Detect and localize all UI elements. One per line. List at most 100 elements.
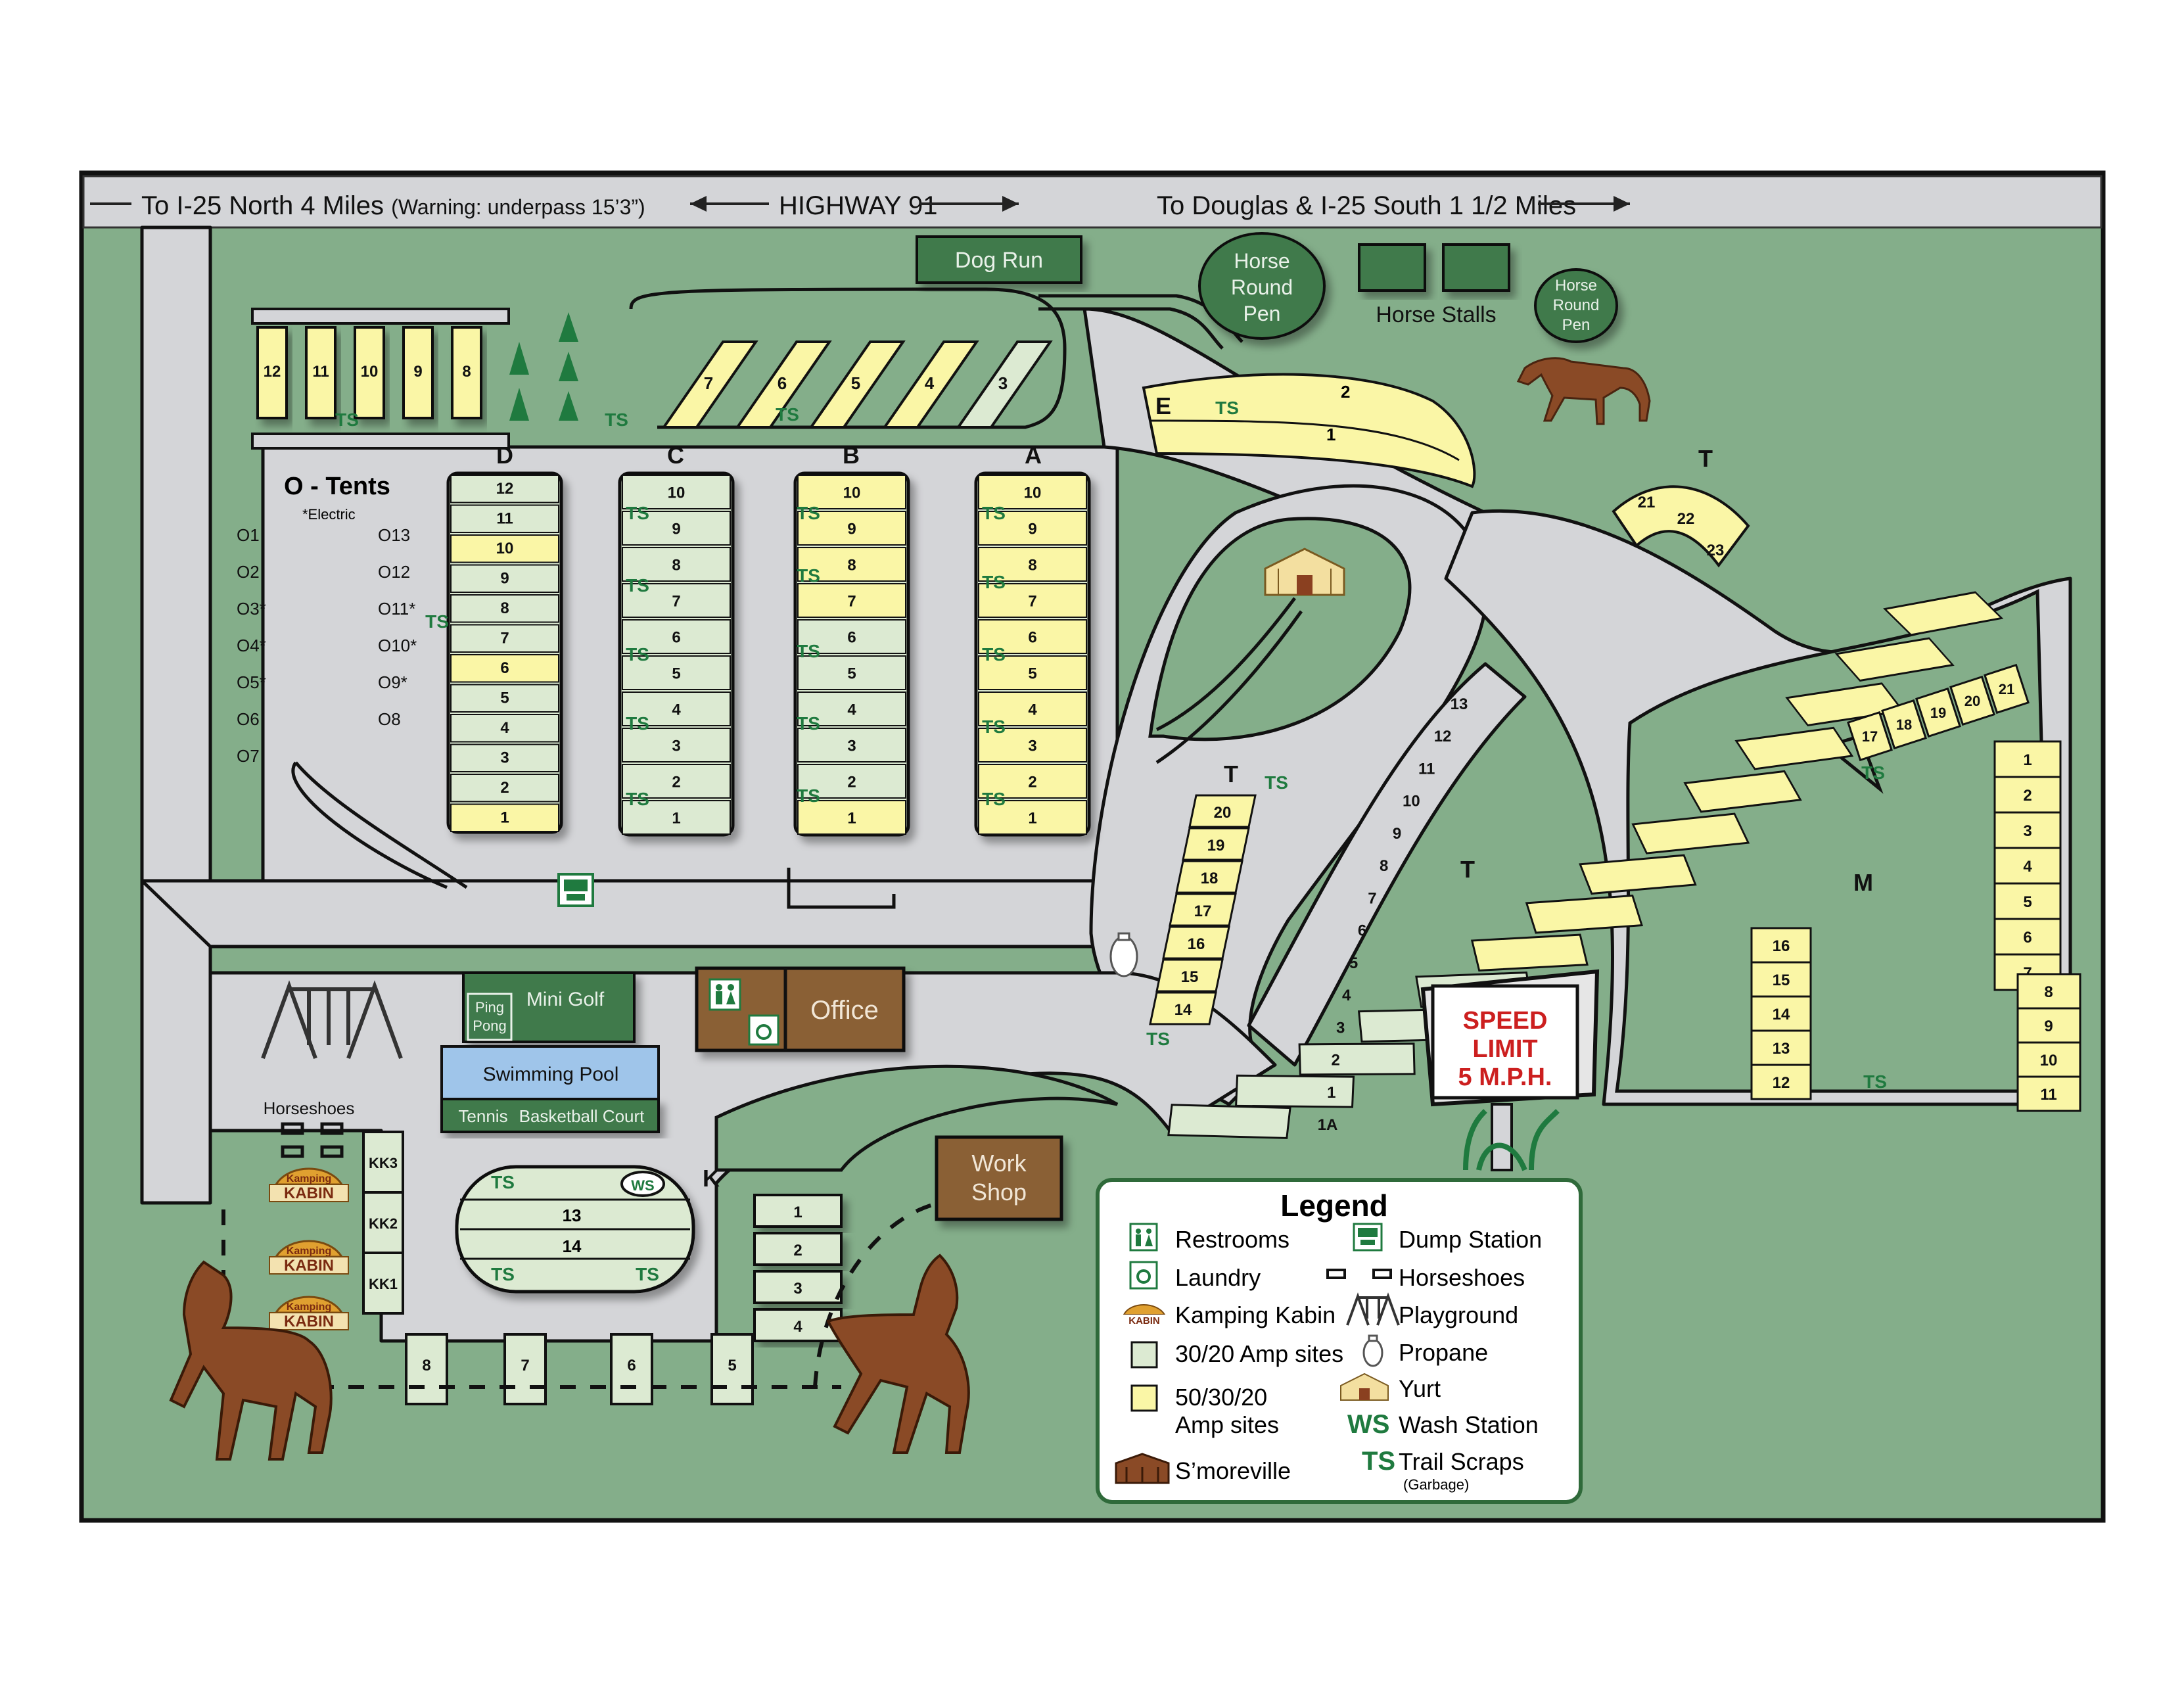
b_row-site-1 (797, 800, 906, 835)
top-buildings: Dog Run Horse Round Pen Horse Stalls Hor… (916, 232, 1618, 343)
top-site-8-label: 8 (462, 363, 471, 381)
m-left-site-15-label: 15 (1773, 972, 1790, 989)
t-center-site-4-label: 4 (1342, 987, 1351, 1004)
svg-text:Pong: Pong (473, 1018, 506, 1034)
m-right-site-1-label: 1 (2023, 751, 2032, 769)
b_row-site-10 (797, 475, 906, 509)
ts-marker: TS (1861, 762, 1885, 783)
top-site-9-label: 9 (413, 363, 422, 381)
ts-marker: TS (797, 641, 820, 661)
b_row-site-4 (797, 692, 906, 726)
t-left-site-15-label: 15 (1181, 968, 1199, 986)
work-shop: Work Shop (935, 1135, 1063, 1221)
b_row-site-2-label: 2 (847, 773, 856, 791)
tent-site-O13: O13 (378, 525, 410, 545)
ts-marker: TS (1215, 398, 1239, 418)
a_row-site-2 (978, 764, 1087, 799)
a_row-site-3-label: 3 (1028, 737, 1036, 755)
a_row-site-6 (978, 619, 1087, 654)
d_row-site-10 (450, 534, 559, 563)
ts-marker: TS (797, 713, 820, 734)
tent-site-O3*: O3* (237, 599, 266, 619)
d_row-site-1-label: 1 (500, 809, 509, 826)
kk-site-KK1-label: KK1 (369, 1276, 398, 1292)
svg-text:Shop: Shop (971, 1179, 1027, 1206)
oval-sites: 13 14 WS (455, 1165, 695, 1294)
section-label-T: T (1698, 445, 1713, 472)
a_row-site-4 (978, 692, 1087, 726)
b_row-site-4-label: 4 (847, 701, 856, 718)
legend-yurt-icon (1340, 1372, 1389, 1401)
t-left-site-17 (1169, 893, 1237, 927)
m-curve-site-19 (1915, 687, 1961, 738)
svg-text:Playground: Playground (1399, 1301, 1518, 1328)
t-top-site-22: 22 (1677, 510, 1695, 528)
legend: Legend Restrooms Laundry KABIN Kamping K… (1096, 1178, 1583, 1504)
m-left-site-12 (1750, 1064, 1812, 1100)
d_row-site-7 (450, 624, 559, 653)
a_row-site-1-label: 1 (1028, 809, 1036, 827)
c_row-site-4-label: 4 (672, 701, 681, 718)
d_row-site-4-label: 4 (500, 719, 509, 737)
c_row-site-3 (622, 728, 731, 762)
b_row-site-8-label: 8 (847, 556, 856, 574)
t-center-site-9 (1683, 770, 1802, 813)
diagonal-site-6 (735, 340, 832, 429)
t-center-site-6-label: 6 (1358, 922, 1366, 940)
t-center-site-5-label: 5 (1349, 954, 1358, 972)
svg-text:Restrooms: Restrooms (1175, 1226, 1289, 1253)
svg-text:Horse: Horse (1234, 249, 1289, 273)
kk-site-KK2 (362, 1191, 404, 1254)
m-left-site-14-label: 14 (1773, 1006, 1790, 1023)
m-curve-site-21 (1984, 663, 2030, 715)
c_row-site-9 (622, 511, 731, 546)
c_row-site-2 (622, 764, 731, 799)
kabin-logo-bottom: KABIN (284, 1313, 334, 1330)
d_row-site-4 (450, 714, 559, 743)
c_row-site-6-label: 6 (672, 628, 680, 646)
horse-icon-right (826, 1254, 970, 1454)
a_row-site-7-label: 7 (1028, 592, 1036, 610)
b_row-site-2 (797, 764, 906, 799)
m-curve-site-20-label: 20 (1964, 693, 1980, 709)
t-left-site-16 (1162, 926, 1230, 960)
t-center-site-1-label: 1 (1327, 1084, 1336, 1102)
horse-round-pen-1 (1198, 232, 1326, 340)
a_row-site-7 (978, 583, 1087, 618)
horse-icon-left (169, 1260, 333, 1461)
kk-site-KK1 (362, 1252, 404, 1315)
tent-site-O8: O8 (378, 709, 401, 729)
c_row-site-1 (622, 800, 731, 835)
top-site-12 (256, 326, 288, 419)
svg-text:S’moreville: S’moreville (1175, 1457, 1291, 1484)
kk-site-KK3-label: KK3 (369, 1155, 398, 1171)
m-right-low-site-11 (2016, 1075, 2081, 1112)
t-left-site-19 (1182, 827, 1250, 861)
top-site-9 (402, 326, 434, 419)
yurt-icon (1264, 548, 1345, 596)
recreation-buildings: Mini Golf Ping Pong Swimming Pool Tennis… (440, 972, 660, 1133)
d_row-site-10-label: 10 (496, 540, 514, 557)
t-center-site-13-label: 13 (1451, 695, 1468, 713)
svg-text:LIMIT: LIMIT (1472, 1035, 1537, 1063)
c_row-site-3-label: 3 (672, 737, 680, 755)
m-right-low-site-9-label: 9 (2044, 1018, 2053, 1035)
ts-marker: TS (776, 404, 799, 425)
t-left-site-14-label: 14 (1174, 1001, 1192, 1019)
legend-playground-icon (1346, 1292, 1400, 1326)
ts-marker: TS (1146, 1029, 1170, 1049)
d_row-site-9 (450, 564, 559, 593)
c_row-site-10 (622, 475, 731, 509)
ts-marker: TS (626, 503, 649, 523)
section-label-K: K (703, 1165, 720, 1192)
d_row-site-7-label: 7 (500, 629, 509, 647)
m-right-site-4 (1993, 847, 2062, 885)
c_row-site-8 (622, 547, 731, 582)
b_row-site-9 (797, 511, 906, 546)
t-center-site-1A (1167, 1104, 1291, 1139)
svg-text:30/20 Amp sites: 30/20 Amp sites (1175, 1340, 1343, 1367)
